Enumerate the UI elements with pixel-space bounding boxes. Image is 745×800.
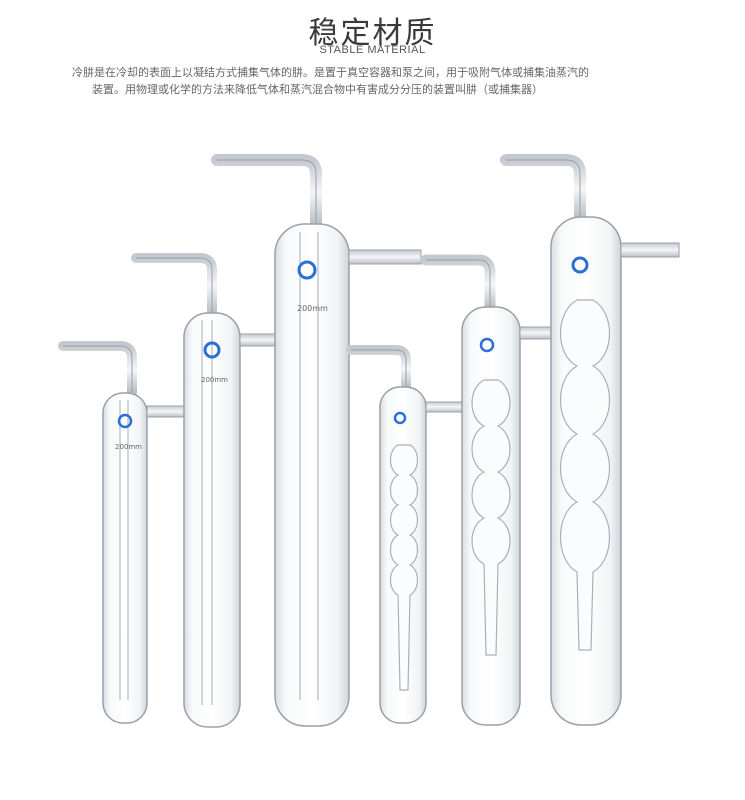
length-label: 200mm bbox=[115, 443, 142, 451]
cold-trap-medium-bulbed bbox=[420, 254, 571, 726]
brand-logo-icon bbox=[393, 411, 407, 425]
description-line-1: 冷肼是在冷却的表面上以凝结方式捕集气体的肼。是置于真空容器和泵之间，用于吸附气体… bbox=[72, 66, 589, 79]
cold-trap-large-straight: 200mm bbox=[211, 154, 422, 727]
brand-logo-icon bbox=[117, 413, 133, 429]
brand-logo-icon bbox=[479, 337, 495, 353]
brand-logo-icon bbox=[571, 256, 589, 274]
page-title: 稳定材质 bbox=[308, 16, 437, 51]
length-label: 200mm bbox=[201, 376, 228, 384]
description-line-2: 装置。用物理或化学的方法来降低气体和蒸汽混合物中有害成分分压的装置叫肼（或捕集器… bbox=[92, 83, 543, 96]
cold-trap-small-straight: 200mm bbox=[58, 341, 200, 724]
page-subtitle: STABLE MATERIAL bbox=[319, 44, 426, 56]
brand-logo-icon bbox=[297, 260, 317, 280]
brand-logo-icon bbox=[203, 341, 221, 359]
cold-trap-large-bulbed bbox=[500, 154, 680, 726]
cold-trap-small-bulbed bbox=[346, 345, 469, 724]
length-label: 200mm bbox=[297, 304, 328, 313]
